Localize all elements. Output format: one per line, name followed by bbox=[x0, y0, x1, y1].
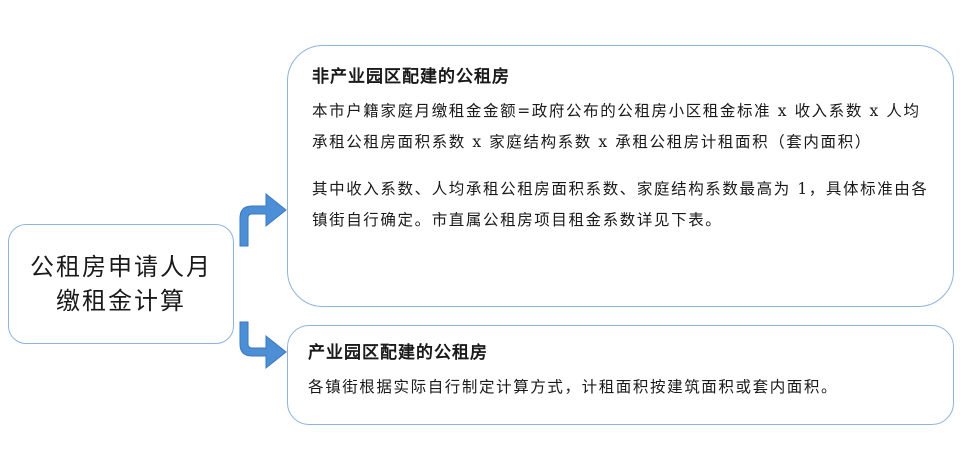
branch-note-text: 其中收入系数、人均承租公租房面积系数、家庭结构系数最高为 1，具体标准由各镇街自… bbox=[312, 180, 929, 229]
branch-description-text: 各镇街根据实际自行制定计算方式，计租面积按建筑面积或套内面积。 bbox=[308, 378, 839, 396]
root-label-line1: 公租房申请人月 bbox=[30, 253, 212, 281]
branch-formula-text: 本市户籍家庭月缴租金金额=政府公布的公租房小区租金标准 x 收入系数 x 人均承… bbox=[312, 102, 921, 151]
root-node: 公租房申请人月 缴租金计算 bbox=[8, 224, 234, 344]
arrow-to-bottom-branch bbox=[239, 321, 287, 370]
arrow-to-top-branch bbox=[239, 192, 287, 247]
root-label-line2: 缴租金计算 bbox=[56, 287, 186, 315]
branch-title: 非产业园区配建的公租房 bbox=[312, 67, 510, 87]
branch-industrial-park: 产业园区配建的公租房 各镇街根据实际自行制定计算方式，计租面积按建筑面积或套内面… bbox=[287, 325, 954, 425]
branch-title: 产业园区配建的公租房 bbox=[308, 343, 488, 363]
branch-non-industrial-park: 非产业园区配建的公租房 本市户籍家庭月缴租金金额=政府公布的公租房小区租金标准 … bbox=[287, 45, 954, 307]
